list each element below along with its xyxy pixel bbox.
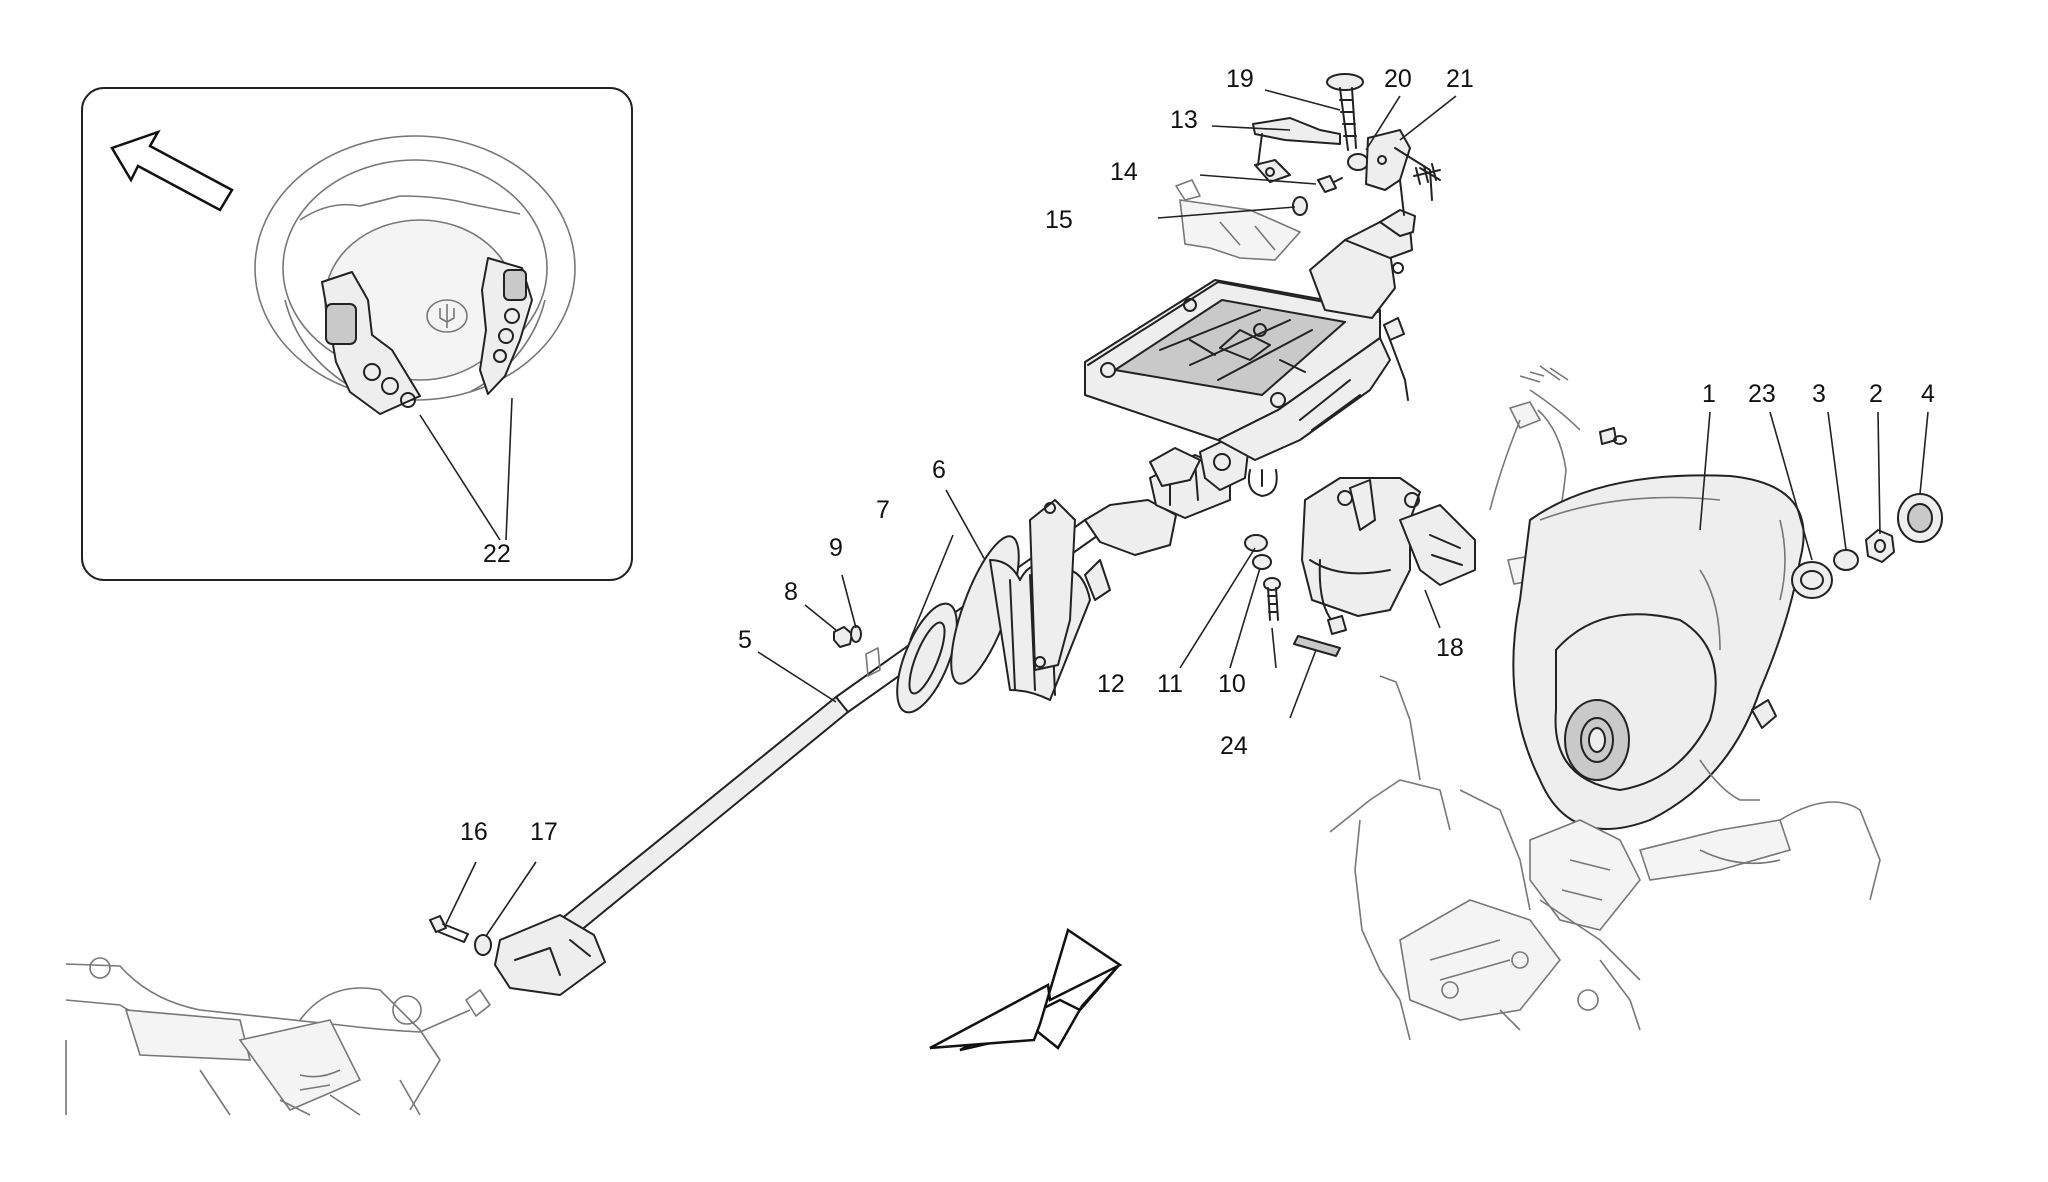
callout-17: 17 xyxy=(530,818,558,846)
callout-19: 19 xyxy=(1226,65,1254,93)
nut-8 xyxy=(833,626,853,648)
bolt-16 xyxy=(429,915,469,943)
callout-16: 16 xyxy=(460,818,488,846)
left-button-b-icon xyxy=(381,377,399,395)
callout-12: 12 xyxy=(1097,670,1125,698)
callout-13: 13 xyxy=(1170,106,1198,134)
callout-22: 22 xyxy=(483,540,511,568)
lower-universal-joint xyxy=(494,914,606,996)
left-button-c-icon xyxy=(400,392,416,408)
callout-2: 2 xyxy=(1869,380,1883,408)
callout-labels: 1 23 3 2 4 19 20 21 13 14 15 6 7 9 8 5 1… xyxy=(460,65,1935,846)
washer-3 xyxy=(1833,549,1859,571)
right-button-b-icon xyxy=(498,328,514,344)
column-mount-bracket xyxy=(1175,179,1302,261)
wiring-harness-ghost xyxy=(1489,365,1627,585)
callout-18: 18 xyxy=(1436,634,1464,662)
steering-wheel-controls-inset: 22 xyxy=(81,87,633,581)
right-button-a-icon xyxy=(504,308,520,324)
screw-10 xyxy=(1263,577,1281,621)
callout-4: 4 xyxy=(1921,380,1935,408)
callout-21: 21 xyxy=(1446,65,1474,93)
spacer-24 xyxy=(1293,635,1341,657)
leader-lines xyxy=(445,89,1929,937)
firewall-seal-plate-7 xyxy=(896,602,958,714)
callout-20: 20 xyxy=(1384,65,1412,93)
callout-8: 8 xyxy=(784,578,798,606)
pedal-box-ghost xyxy=(1329,675,1881,1041)
washer-17 xyxy=(474,934,492,956)
washer-11 xyxy=(1252,554,1272,570)
inset-steering-wheel xyxy=(254,135,576,415)
steering-column-assembly xyxy=(1084,209,1416,556)
callout-14: 14 xyxy=(1110,158,1138,186)
callout-7: 7 xyxy=(876,496,890,524)
steering-wheel-1 xyxy=(1512,474,1805,830)
washer-20 xyxy=(1347,153,1369,171)
callout-11: 11 xyxy=(1157,670,1183,698)
washer-9 xyxy=(850,625,862,643)
nut-2 xyxy=(1865,529,1895,563)
spacer-12 xyxy=(1244,534,1268,552)
callout-9: 9 xyxy=(829,534,843,562)
callout-5: 5 xyxy=(738,626,752,654)
center-cap-4 xyxy=(1897,493,1943,543)
washer-15 xyxy=(1292,196,1308,216)
front-direction-arrow-body xyxy=(929,928,1123,1050)
callout-3: 3 xyxy=(1812,380,1826,408)
callout-23: 23 xyxy=(1748,380,1776,408)
inset-direction-arrow-icon xyxy=(110,129,234,212)
steering-rack-ghost xyxy=(65,957,491,1116)
ring-23 xyxy=(1791,561,1833,599)
bolt-19 xyxy=(1326,73,1364,151)
callout-10: 10 xyxy=(1218,670,1246,698)
callout-15: 15 xyxy=(1045,206,1073,234)
bracket-21 xyxy=(1365,129,1441,216)
left-button-a-icon xyxy=(363,363,381,381)
threaded-stud xyxy=(1413,163,1441,185)
bolt-14 xyxy=(1317,175,1337,193)
callout-6: 6 xyxy=(932,456,946,484)
callout-24: 24 xyxy=(1220,732,1248,760)
column-upper-bracket-13 xyxy=(1252,117,1341,183)
right-button-c-icon xyxy=(493,349,507,363)
boot-seal-6 xyxy=(950,499,1111,701)
intermediate-shaft xyxy=(494,519,1098,996)
ignition-lock-18 xyxy=(1301,477,1476,635)
callout-1: 1 xyxy=(1702,380,1716,408)
trident-logo-icon xyxy=(426,299,468,333)
